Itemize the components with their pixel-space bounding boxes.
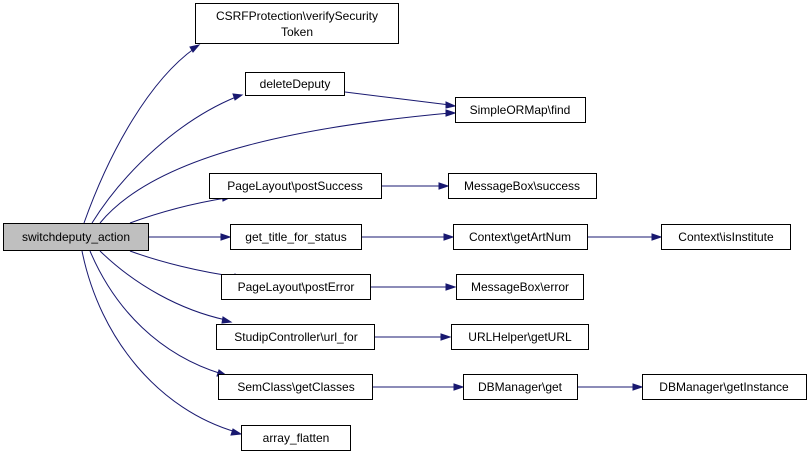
- node-label-line2: Token: [281, 25, 313, 39]
- arrowhead: [443, 233, 455, 241]
- arrowhead: [445, 109, 457, 117]
- edge-switchdeputy-to-getclasses: [89, 250, 223, 375]
- arrowhead: [221, 316, 233, 324]
- node-pagelayout-posterror[interactable]: PageLayout\postError: [221, 274, 371, 300]
- node-label: SimpleORMap\find: [470, 103, 571, 117]
- node-label: Context\isInstitute: [678, 230, 774, 244]
- node-label: Context\getArtNum: [469, 230, 571, 244]
- node-pagelayout-postsuccess[interactable]: PageLayout\postSuccess: [209, 173, 382, 199]
- arrowhead: [232, 93, 244, 101]
- arrowhead: [440, 333, 452, 341]
- arrowhead: [453, 383, 465, 391]
- node-switchdeputy-action[interactable]: switchdeputy_action: [3, 223, 149, 251]
- edge-switchdeputy-to-deletedeputy: [91, 96, 237, 224]
- node-simpleormap-find[interactable]: SimpleORMap\find: [455, 97, 586, 123]
- node-label: SemClass\getClasses: [237, 380, 354, 394]
- node-context-getartnum[interactable]: Context\getArtNum: [453, 224, 588, 250]
- node-get-title-for-status[interactable]: get_title_for_status: [230, 224, 362, 250]
- edges: [81, 44, 663, 436]
- node-label: array_flatten: [263, 431, 330, 445]
- node-label: switchdeputy_action: [22, 230, 130, 244]
- node-dbmanager-get[interactable]: DBManager\get: [463, 374, 578, 400]
- node-label: MessageBox\error: [471, 280, 569, 294]
- edge-switchdeputy-to-posterror: [129, 250, 239, 278]
- arrowhead: [230, 428, 243, 436]
- arrowhead: [651, 233, 663, 241]
- node-label: DBManager\getInstance: [659, 380, 789, 394]
- node-label: deleteDeputy: [260, 77, 331, 91]
- arrowhead: [445, 101, 457, 109]
- edge-switchdeputy-to-simpleormap: [99, 112, 451, 224]
- node-csrfprotection-verifysecuritytoken[interactable]: CSRFProtection\verifySecurity Token: [195, 3, 399, 44]
- edge-switchdeputy-to-verifysecuritytoken: [83, 47, 196, 224]
- node-label: URLHelper\getURL: [468, 330, 572, 344]
- node-array-flatten[interactable]: array_flatten: [241, 425, 351, 451]
- node-label: PageLayout\postSuccess: [227, 179, 362, 193]
- node-urlhelper-geturl[interactable]: URLHelper\getURL: [451, 324, 589, 350]
- edge-deletedeputy-to-simpleormap: [344, 91, 451, 106]
- node-label: StudipController\url_for: [234, 330, 357, 344]
- edge-switchdeputy-to-urlfor: [99, 250, 227, 321]
- node-context-isinstitute[interactable]: Context\isInstitute: [661, 224, 791, 250]
- node-messagebox-success[interactable]: MessageBox\success: [448, 173, 597, 199]
- node-label: DBManager\get: [478, 380, 563, 394]
- arrowhead: [438, 182, 450, 190]
- node-dbmanager-getinstance[interactable]: DBManager\getInstance: [642, 374, 807, 400]
- node-label: MessageBox\success: [464, 179, 580, 193]
- node-label: PageLayout\postError: [238, 280, 355, 294]
- node-semclass-getclasses[interactable]: SemClass\getClasses: [218, 374, 373, 400]
- node-label: get_title_for_status: [245, 230, 346, 244]
- edge-switchdeputy-to-arrayflatten: [81, 250, 237, 433]
- arrowhead: [189, 44, 201, 53]
- arrowhead: [445, 283, 457, 291]
- node-deletedeputy[interactable]: deleteDeputy: [245, 72, 345, 96]
- arrowhead: [220, 233, 232, 241]
- edge-switchdeputy-to-postsuccess: [129, 197, 227, 224]
- node-studipcontroller-url-for[interactable]: StudipController\url_for: [216, 324, 375, 350]
- node-messagebox-error[interactable]: MessageBox\error: [456, 274, 584, 300]
- arrowhead: [632, 383, 644, 391]
- node-label-line1: CSRFProtection\verifySecurity: [216, 9, 378, 23]
